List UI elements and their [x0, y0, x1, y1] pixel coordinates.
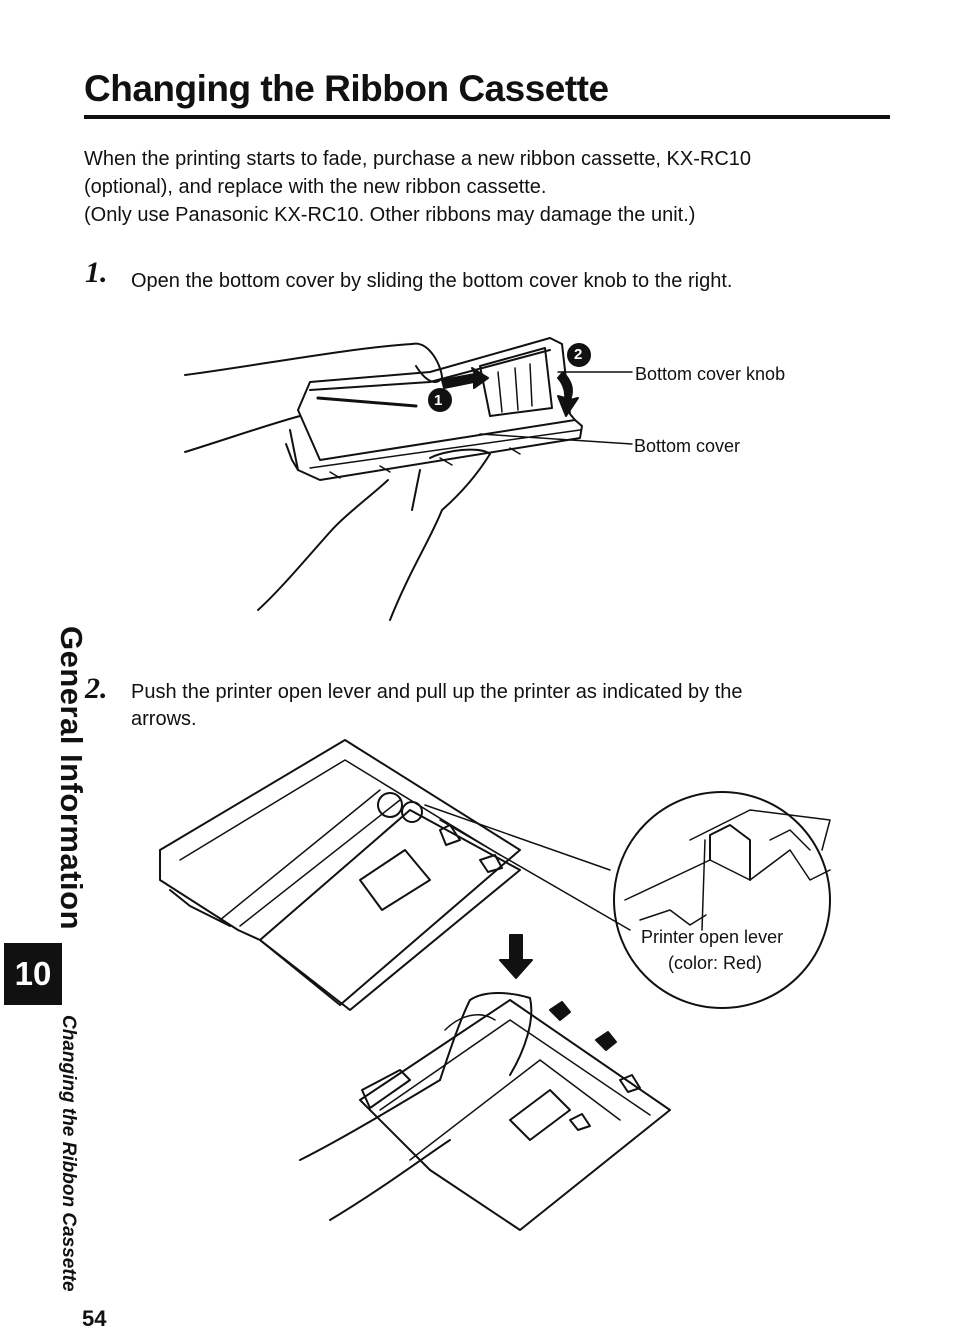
page-number: 54 [82, 1306, 107, 1331]
chapter-subtitle: Changing the Ribbon Cassette [26, 1015, 80, 1292]
chapter-subtitle-line: Changing the Ribbon [58, 1015, 79, 1208]
callout-bottom-cover-knob: Bottom cover knob [635, 364, 786, 384]
intro-note: (Only use Panasonic KX-RC10. Other ribbo… [84, 204, 696, 226]
chapter-subtitle-line: Cassette [58, 1212, 79, 1292]
step-2-number: 2. [85, 672, 108, 705]
step-1-number: 1. [85, 256, 108, 289]
step-2-text: Push the printer open lever and pull up … [131, 679, 743, 733]
marker-2: 2 [574, 346, 583, 363]
section-tab-label: General Information [54, 626, 89, 931]
step-2-illustration [159, 739, 831, 1231]
step-2-line: Push the printer open lever and pull up … [131, 681, 743, 703]
callout-lever-color: (color: Red) [668, 953, 763, 973]
intro-paragraph: When the printing starts to fade, purcha… [84, 145, 884, 229]
intro-line: When the printing starts to fade, purcha… [84, 148, 752, 170]
title-rule [84, 115, 890, 119]
marker-1: 1 [434, 392, 443, 409]
page-title: Changing the Ribbon Cassette [84, 68, 609, 109]
step-1-illustration [184, 337, 633, 621]
step-2-line: arrows. [131, 708, 197, 730]
callout-printer-open-lever: Printer open lever [641, 927, 784, 947]
callout-bottom-cover: Bottom cover [634, 436, 741, 456]
chapter-badge: 10 [4, 943, 62, 1005]
step-1-text: Open the bottom cover by sliding the bot… [131, 270, 733, 292]
intro-line: (optional), and replace with the new rib… [84, 176, 547, 198]
